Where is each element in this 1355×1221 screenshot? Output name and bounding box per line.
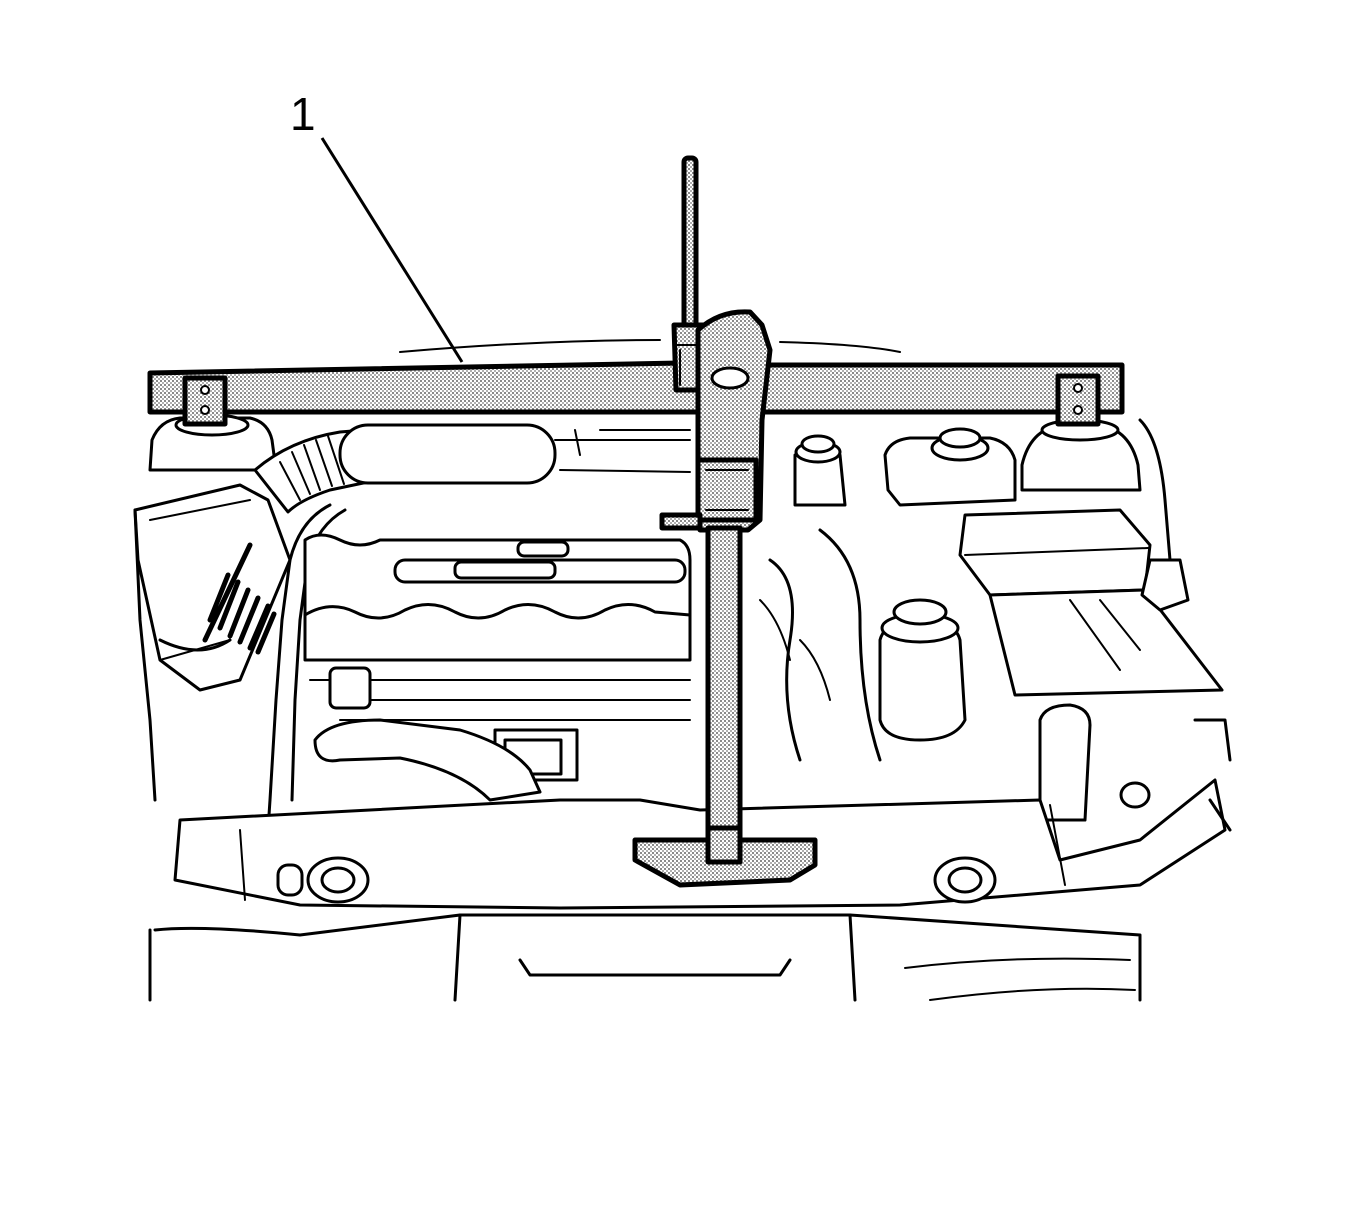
- wiring-harness: [768, 528, 882, 762]
- battery: [988, 588, 1224, 697]
- support-bar-beam: [147, 360, 1125, 415]
- intake-resonator: [338, 423, 557, 485]
- support-leg: [705, 525, 743, 861]
- engine-support-bar: [147, 155, 1125, 888]
- vent-hose: [266, 503, 332, 832]
- engine-bracket: [328, 666, 372, 710]
- washer-filler: [1038, 703, 1092, 822]
- callout-1: 1: [290, 88, 464, 363]
- leader-line: [320, 137, 464, 363]
- left-foot: [182, 375, 228, 427]
- air-cleaner-ribs: [202, 542, 277, 655]
- engine-bay: [133, 339, 1232, 1002]
- air-cleaner-box: [133, 483, 292, 692]
- threaded-rod: [681, 155, 699, 336]
- coolant-hose: [313, 718, 542, 802]
- hood-edge: [399, 339, 901, 353]
- valve-cover: [303, 533, 692, 662]
- callout-number: 1: [290, 88, 316, 140]
- front-bumper: [148, 913, 1142, 1002]
